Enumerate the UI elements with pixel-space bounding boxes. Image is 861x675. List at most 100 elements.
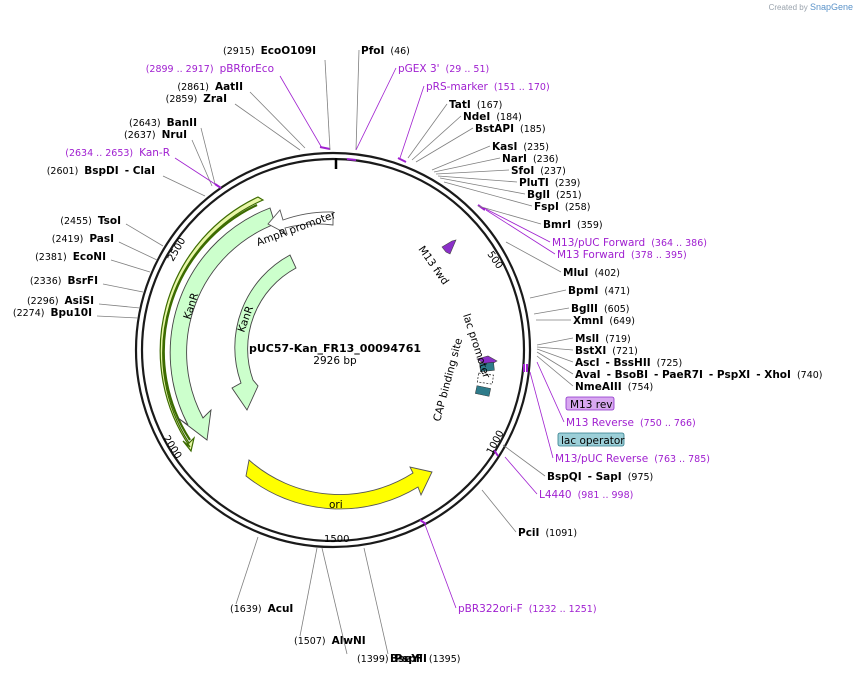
right-site-label-28: pGEX 3'(29 .. 51) [398,63,489,75]
left-leader-12 [98,303,141,309]
left-site-label-14-part-0: (1639) [230,604,262,615]
right-site-label-12-part-0: MluI [563,267,588,279]
left-site-label-14: (1639)AcuI [230,603,293,615]
left-leader-5 [191,139,213,187]
left-site-label-5-part-1: NruI [162,129,187,141]
right-site-label-8-part-0: FspI [534,201,559,213]
snapgene-logo: SnapGene [809,2,853,12]
right-site-label-19-part-4: - XhoI [756,369,791,381]
left-site-label-0: (2915) EcoO109I [223,45,316,57]
right-site-label-18-part-1: - BssHII [606,357,651,369]
kanr-middle-feature [169,207,276,441]
left-site-label-1: (2899 .. 2917)pBRforEco [146,63,274,75]
right-site-label-3-part-0: KasI [492,141,517,153]
left-site-label-11: (2336)BsrFI [30,275,98,287]
right-site-label-19: AvaI- BsoBI- PaeR7I- PspXI- XhoI(740) [575,369,822,381]
right-site-label-14-part-1: (605) [604,304,630,315]
right-site-label-2-part-0: BstAPI [475,123,514,135]
left-leader-15 [299,547,318,637]
leader-lines [96,49,574,655]
left-site-label-3-part-1: ZraI [203,93,227,105]
primer-bar-3 [477,204,486,211]
left-site-label-3-part-0: (2859) [166,94,198,105]
left-site-label-7: (2601)BspDI- ClaI [47,165,155,177]
left-leader-8 [125,223,164,247]
left-leader-0 [324,59,331,151]
left-site-label-9: (2419)PasI [52,233,114,245]
primer-bar-8 [419,519,427,525]
right-site-label-2: BstAPI (185) [475,123,546,135]
right-site-label-26: pBR322ori-F(1232 .. 1251) [458,603,597,615]
left-leader-14 [235,536,259,605]
right-site-label-20-part-0: NmeAIII [575,381,622,393]
left-leader-3 [234,103,301,151]
right-site-label-17-part-1: (721) [612,346,638,357]
left-site-label-4-part-1: BanII [167,117,197,129]
right-site-label-23: BspQI- SapI(975) [547,471,653,483]
left-leader-1 [279,75,323,149]
right-leader-29 [399,85,425,159]
right-site-label-25: PciI(1091) [518,527,577,539]
tick-1500: 1500 [324,534,349,545]
left-site-label-11-part-0: (2336) [30,276,62,287]
right-site-label-7-part-1: (251) [556,190,582,201]
left-site-label-1-part-1: pBRforEco [220,63,274,75]
backbone-inner-ring [140,157,526,543]
ori-feature [245,459,433,510]
right-site-label-10-part-0: M13/pUC Forward [552,237,645,249]
right-site-label-2-part-1: (185) [520,124,546,135]
left-site-label-0-part-0: (2915) [223,46,255,57]
right-site-label-0-part-1: (167) [477,100,503,111]
left-site-label-16-part-0: (1399) [357,654,389,665]
right-site-label-1-part-0: NdeI [463,111,490,123]
right-site-label-11-part-0: M13 Forward [557,249,625,261]
left-site-label-6-part-0: (2634 .. 2653) [65,148,133,159]
right-site-label-18-part-2: (725) [657,358,683,369]
right-leader-7 [439,177,526,195]
right-site-label-18: AscI- BssHII(725) [575,357,682,369]
kanr-outer-stripe [162,204,258,441]
right-site-label-19-part-2: - PaeR7I [654,369,703,381]
m13-rev-box-label: M13 rev [570,399,613,411]
right-leader-27 [355,49,360,151]
lac-operator-box [557,432,625,447]
plasmid-length: 2926 bp [313,355,357,367]
left-leader-16 [321,547,348,655]
left-leader-2 [249,91,306,149]
lac-operator-glyph [476,372,494,385]
left-site-label-6: (2634 .. 2653)Kan-R [65,147,170,159]
right-site-label-6-part-1: (239) [555,178,581,189]
right-leader-28 [355,67,397,151]
right-site-label-20-part-1: (754) [628,382,654,393]
credit-prefix: Created by [768,3,808,12]
left-site-label-9-part-1: PasI [89,233,114,245]
right-site-label-10: M13/pUC Forward(364 .. 386) [552,237,707,249]
left-site-label-2: (2861)AatII [177,81,243,93]
right-site-label-29: pRS-marker(151 .. 170) [426,81,550,93]
left-site-label-4: (2643) BanII [129,117,197,129]
left-site-label-0-part-1: EcoO109I [261,45,316,57]
right-site-label-26-part-1: (1232 .. 1251) [529,604,597,615]
left-site-label-4-part-0: (2643) [129,118,161,129]
right-site-label-7: BglI (251) [527,189,582,201]
primer-bar-7 [493,449,499,457]
left-leader-13 [96,315,139,319]
right-site-label-21: M13 Reverse(750 .. 766) [566,417,696,429]
left-site-label-10: (2381)EcoNI [35,251,106,263]
right-leader-9 [477,205,542,225]
right-site-label-5-part-0: SfoI [511,165,534,177]
right-site-label-27-part-0: PfoI [361,45,384,57]
right-site-label-17: BstXI(721) [575,345,638,357]
left-site-label-2-part-1: AatII [215,81,243,93]
right-site-label-19-part-3: - PspXI [709,369,750,381]
tick-1000: 1000 [485,429,507,457]
right-site-label-21-part-0: M13 Reverse [566,417,634,429]
left-site-label-16-part-1: PspFI [395,653,427,665]
cap-binding-site-box [479,362,495,372]
left-leader-11 [102,283,144,293]
right-site-label-9-part-0: BmrI [543,219,571,231]
snapgene-credit: Created by SnapGene [769,2,853,12]
right-site-label-0-part-0: TatI [449,99,471,111]
right-site-label-0: TatI (167) [449,99,502,111]
right-site-label-7-part-0: BglI [527,189,550,201]
